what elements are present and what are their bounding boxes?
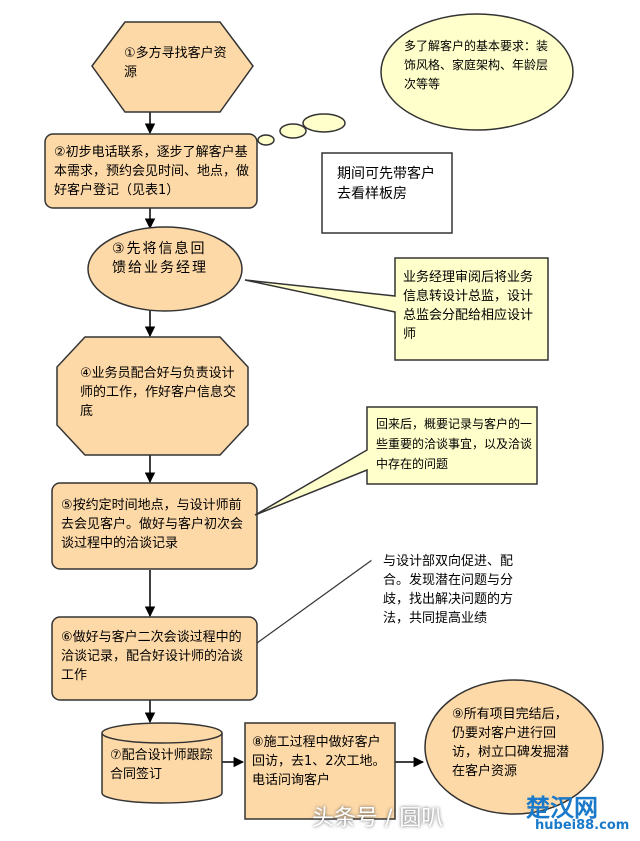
step-4-text: ④业务员配合好与负责设计师的工作，作好客户信息交底 [80, 366, 237, 419]
site-logo-url: hubei88.com [535, 818, 630, 833]
step-7-cylinder [101, 722, 223, 804]
callout-5-text: 与设计部双向促进、配合。发现潜在问题与分歧，找出解决问题的方法，共同提高业绩 [383, 554, 514, 626]
step-4-octagon [56, 336, 249, 456]
callout-3-text: 业务经理审阅后将业务信息转设计总监，设计总监会分配给相应设计师 [403, 270, 534, 342]
step-2-text: ②初步电话联系，逐步了解客户基本需求，预约会见时间、地点，做好客户登记（见表1） [54, 145, 250, 198]
step-7-text: ⑦配合设计师跟踪合同签订 [110, 748, 213, 782]
callout-2-text: 期间可先带客户去看样板房 [337, 166, 435, 202]
callout-2-box [321, 152, 453, 234]
step-8-text: ⑧施工过程中做好客户回访，去1、2次工地。电话问询客户 [252, 735, 386, 788]
step-3-text: ③先将信息回馈给业务经理 [112, 241, 208, 276]
step-6-text: ⑥做好与客户二次会谈过程中的洽谈记录，配合好设计师的洽谈工作 [61, 630, 244, 683]
step-6-box [51, 616, 258, 701]
step-5-box [51, 482, 258, 570]
step-9-text: ⑨所有项目完结后，仍要对客户进行回访，树立口碑发掘潜在客户资源 [452, 707, 570, 779]
step-1-hexagon [91, 21, 254, 113]
callout-5-leader [256, 559, 373, 644]
callout-3-box [244, 257, 549, 361]
step-2-box [44, 133, 258, 209]
step-5-text: ⑤按约定时间地点，与设计师前去会见客户。做好与客户初次会谈过程中的洽谈记录 [61, 498, 244, 551]
connectors [144, 100, 425, 768]
callout-5-area [371, 544, 533, 639]
step-1-text: ①多方寻找客户资源 [124, 46, 227, 80]
step-3-ellipse [87, 226, 243, 312]
watermark-text: 头条号 / 圆叭 [312, 806, 444, 831]
callout-1-text: 多了解客户的基本要求：装饰风格、家庭架构、年龄层次等等 [404, 39, 549, 91]
site-logo-name: 楚汉网 [526, 794, 598, 822]
step-8-box [244, 722, 396, 820]
step-9-ellipse [424, 679, 604, 815]
callout-4-text: 回来后，概要记录与客户的一些重要的洽谈事宜，以及洽谈中存在的问题 [376, 417, 533, 471]
callout-4-box [254, 406, 538, 516]
callout-1-cloud [257, 13, 574, 146]
